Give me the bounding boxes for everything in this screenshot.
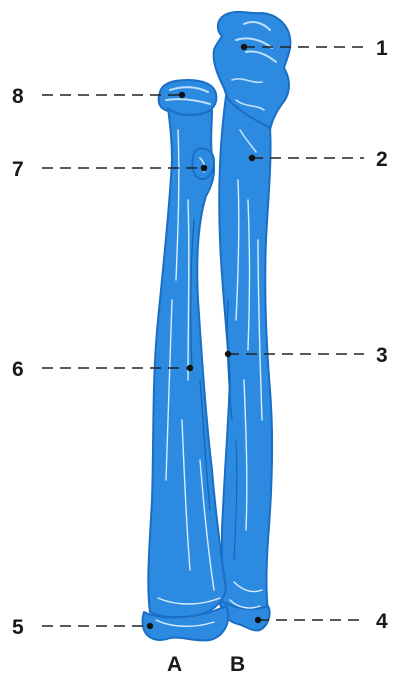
callout-label-4: 4 <box>376 610 388 633</box>
bone-letters: A B <box>167 653 245 676</box>
bone-label-a: A <box>167 653 182 676</box>
bone-a-radius <box>143 80 229 640</box>
callout-label-2: 2 <box>376 148 388 171</box>
point-4 <box>255 617 261 623</box>
point-3 <box>225 351 231 357</box>
point-1 <box>241 44 247 50</box>
bone-b-ulna <box>214 12 291 631</box>
callout-label-7: 7 <box>12 158 24 181</box>
callout-label-6: 6 <box>12 358 24 381</box>
point-2 <box>249 155 255 161</box>
callout-label-5: 5 <box>12 616 24 639</box>
point-5 <box>147 623 153 629</box>
radius-shaft <box>148 108 226 617</box>
callout-label-8: 8 <box>12 85 24 108</box>
point-7 <box>201 165 207 171</box>
callout-label-1: 1 <box>376 37 388 60</box>
point-8 <box>179 92 185 98</box>
point-6 <box>187 365 193 371</box>
bone-label-b: B <box>230 653 245 676</box>
callout-label-3: 3 <box>376 344 388 367</box>
